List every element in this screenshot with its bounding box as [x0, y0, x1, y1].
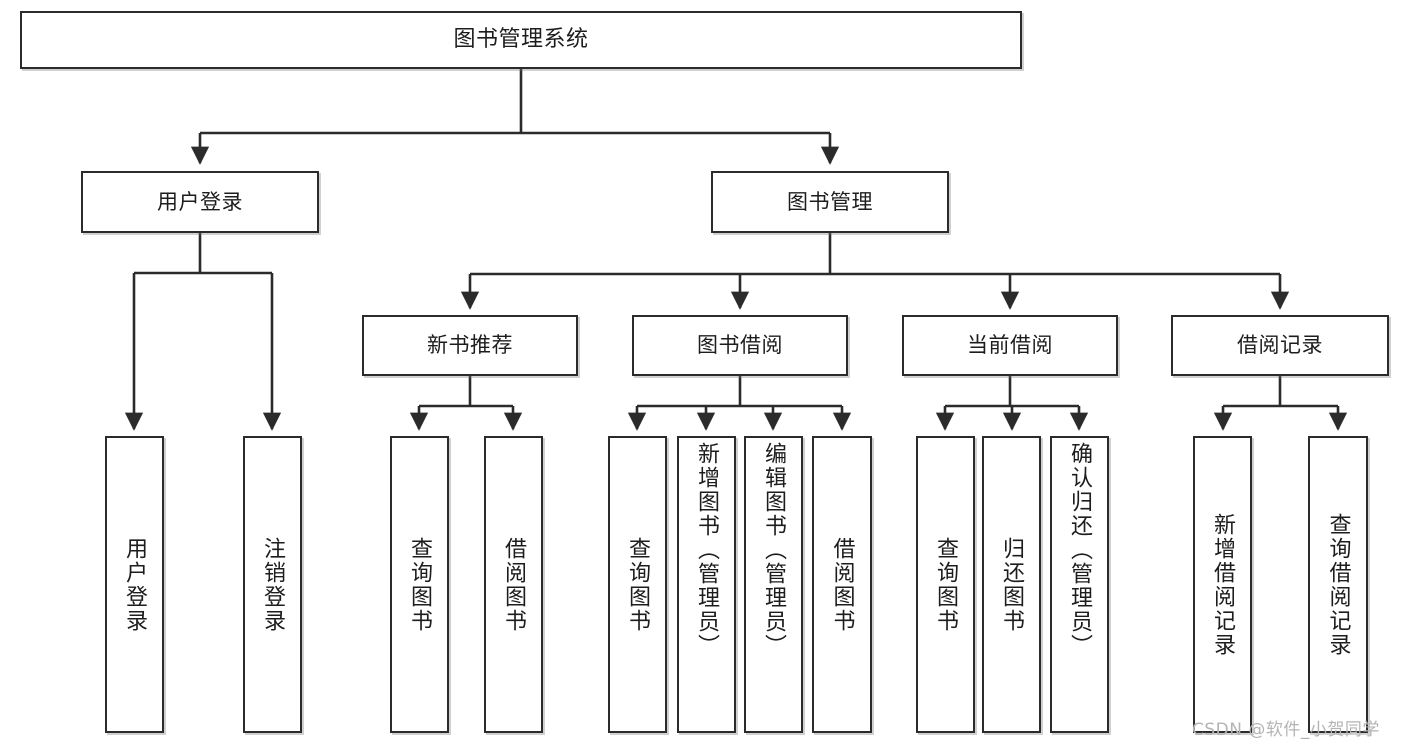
node-user-login[interactable]: 用户登录 [81, 171, 319, 233]
leaf-borrow-edit-book[interactable]: 编辑图书（管理员） [744, 436, 803, 733]
node-label: 当前借阅 [967, 333, 1053, 358]
node-book-borrow[interactable]: 图书借阅 [632, 315, 848, 376]
node-root-system[interactable]: 图书管理系统 [20, 11, 1022, 69]
leaf-user-login-logout[interactable]: 注销登录 [243, 436, 302, 733]
node-label: 注销登录 [260, 536, 286, 633]
node-label: 查询图书 [407, 536, 433, 633]
watermark-csdn: CSDN @软件_小贺同学 [1192, 720, 1380, 740]
node-new-book-recommend[interactable]: 新书推荐 [362, 315, 578, 376]
node-label: 归还图书 [999, 536, 1025, 633]
node-label: 确认归还（管理员） [1067, 442, 1093, 658]
node-label: 图书管理 [787, 189, 873, 214]
node-label: 借阅记录 [1237, 333, 1323, 358]
node-label: 借阅图书 [501, 536, 527, 633]
leaf-current-query-book[interactable]: 查询图书 [916, 436, 975, 733]
node-label: 新书推荐 [427, 333, 513, 358]
node-label: 图书借阅 [697, 333, 783, 358]
node-label: 图书管理系统 [453, 27, 589, 53]
node-label: 用户登录 [157, 189, 243, 214]
leaf-borrow-add-book[interactable]: 新增图书（管理员） [677, 436, 736, 733]
node-label: 查询借阅记录 [1325, 512, 1351, 657]
node-label: 新增图书（管理员） [694, 442, 720, 658]
leaf-borrow-query-book[interactable]: 查询图书 [608, 436, 667, 733]
leaf-current-return-book[interactable]: 归还图书 [982, 436, 1041, 733]
node-book-management[interactable]: 图书管理 [711, 171, 949, 233]
leaf-current-confirm-return[interactable]: 确认归还（管理员） [1050, 436, 1109, 733]
leaf-records-add-record[interactable]: 新增借阅记录 [1193, 436, 1252, 733]
leaf-user-login-login[interactable]: 用户登录 [105, 436, 164, 733]
node-label: 借阅图书 [829, 536, 855, 633]
node-current-borrow[interactable]: 当前借阅 [902, 315, 1118, 376]
node-label: 新增借阅记录 [1210, 512, 1236, 657]
leaf-new-book-borrow[interactable]: 借阅图书 [484, 436, 543, 733]
node-label: 查询图书 [933, 536, 959, 633]
node-borrow-records[interactable]: 借阅记录 [1171, 315, 1389, 376]
leaf-records-query-record[interactable]: 查询借阅记录 [1308, 436, 1368, 733]
leaf-new-book-query[interactable]: 查询图书 [390, 436, 449, 733]
leaf-borrow-borrow-book[interactable]: 借阅图书 [812, 436, 872, 733]
node-label: 用户登录 [122, 536, 148, 633]
node-label: 编辑图书（管理员） [761, 442, 787, 658]
node-label: 查询图书 [625, 536, 651, 633]
